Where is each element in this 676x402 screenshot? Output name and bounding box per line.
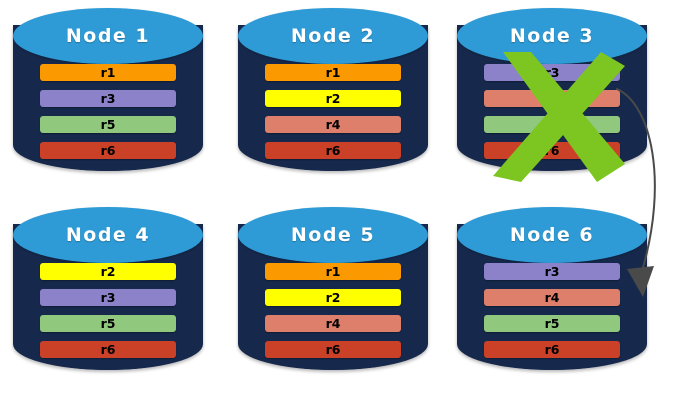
node-5[interactable]: Node 5 r1 r2 r4 r6 [238,207,428,387]
node-4[interactable]: Node 4 r2 r3 r5 r6 [13,207,203,387]
replica-bar[interactable]: r1 [40,64,176,81]
node-4-label: Node 4 [65,224,151,246]
replica-bar[interactable]: r6 [265,142,401,159]
replica-bar[interactable]: r5 [40,116,176,133]
replica-bar[interactable]: r5 [484,315,620,332]
replica-bar[interactable]: r4 [265,116,401,133]
replica-bar[interactable]: r3 [484,263,620,280]
replica-bar[interactable]: r1 [265,263,401,280]
node-2-cylinder-top [238,8,428,64]
node-6[interactable]: Node 6 r3 r4 r5 r6 [457,207,647,387]
replica-bar[interactable]: r3 [40,90,176,107]
node-1-label: Node 1 [65,25,151,47]
node-4-replica-stack: r2 r3 r5 r6 [40,263,176,367]
recovery-arrow-icon [616,88,656,297]
node-6-replica-stack: r3 r4 r5 r6 [484,263,620,367]
node-5-replica-stack: r1 r2 r4 r6 [265,263,401,367]
replica-bar[interactable]: r2 [265,289,401,306]
node-2-label: Node 2 [290,25,376,47]
replica-bar[interactable]: r6 [265,341,401,358]
replica-bar[interactable]: r4 [484,289,620,306]
node-1-replica-stack: r1 r3 r5 r6 [40,64,176,168]
replica-bar[interactable]: r6 [484,341,620,358]
node-1[interactable]: Node 1 r1 r3 r5 r6 [13,8,203,188]
replica-bar[interactable]: r5 [40,315,176,332]
node-4-cylinder-top [13,207,203,263]
node-5-cylinder-top [238,207,428,263]
node-2[interactable]: Node 2 r1 r2 r4 r6 [238,8,428,188]
node-6-label: Node 6 [509,224,595,246]
replica-bar[interactable]: r1 [265,64,401,81]
node-2-replica-stack: r1 r2 r4 r6 [265,64,401,168]
node-5-label: Node 5 [290,224,376,246]
replica-bar[interactable]: r6 [40,142,176,159]
replica-bar[interactable]: r6 [40,341,176,358]
node-3-label: Node 3 [509,25,595,47]
node-1-cylinder-top [13,8,203,64]
replica-bar[interactable]: r2 [265,90,401,107]
replica-bar[interactable]: r3 [40,289,176,306]
node-6-cylinder-top [457,207,647,263]
replica-bar[interactable]: r2 [40,263,176,280]
replica-bar[interactable]: r4 [265,315,401,332]
